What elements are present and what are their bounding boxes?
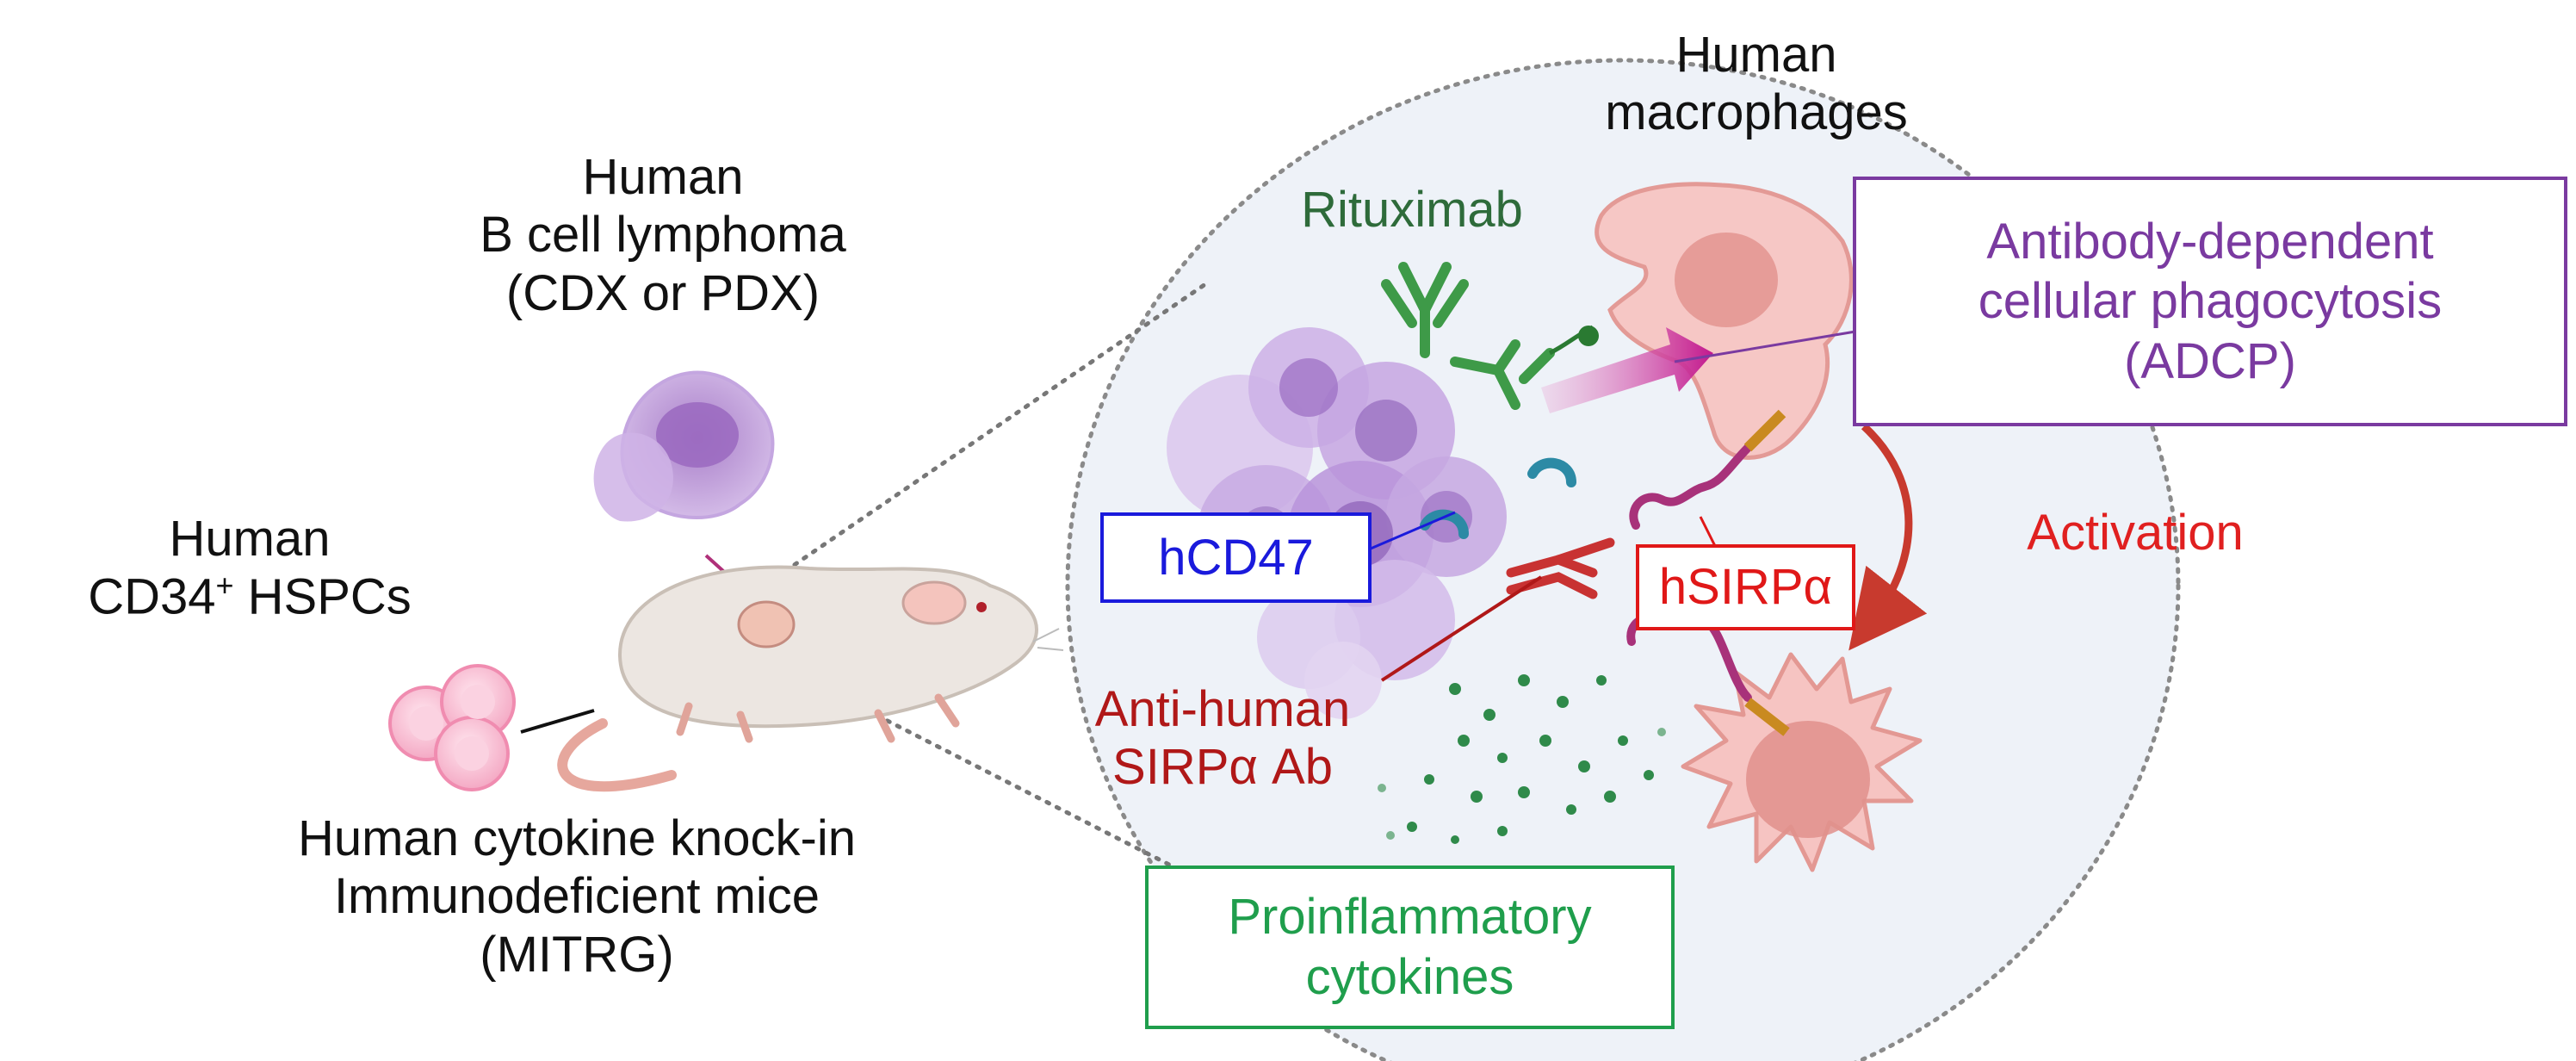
hsirpa-label: hSIRPα	[1658, 559, 1833, 616]
cytokine-dots	[1378, 674, 1666, 844]
mouse-icon	[557, 565, 1064, 792]
anti-sirpa-label-line1: Anti-human	[1094, 681, 1351, 737]
macrophage-bottom-icon	[1681, 652, 1923, 872]
hcd47-label: hCD47	[1158, 529, 1314, 586]
sirpa-anchor-bottom	[1744, 698, 1790, 736]
lymphoma-label-line2: B cell lymphoma	[480, 207, 846, 264]
hspc-cells-icon	[388, 664, 516, 791]
cytokines-label-line1: Proinflammatory	[1228, 889, 1592, 946]
zoom-line-top	[755, 282, 1208, 593]
adcp-label-line2: cellular phagocytosis	[1978, 273, 2443, 330]
lymphoma-cell-icon	[593, 370, 775, 522]
lymphoma-label: Human B cell lymphoma (CDX or PDX)	[405, 148, 921, 322]
lymphoma-label-line3: (CDX or PDX)	[505, 264, 820, 321]
hspc-label-line2: CD34+ HSPCs	[77, 568, 422, 626]
rituximab-label: Rituximab	[1301, 182, 1523, 238]
hspc-label: Human CD34+ HSPCs	[77, 510, 422, 626]
macrophage-top-icon	[1595, 182, 1854, 460]
anti-sirpa-label-line2: SIRPα Ab	[1112, 739, 1333, 796]
fc-receptor-bulb	[1578, 326, 1599, 346]
adcp-label-line3: (ADCP)	[2124, 332, 2296, 389]
macrophages-label-line1: Human	[1675, 27, 1837, 83]
adcp-arrow	[1541, 327, 1713, 413]
adcp-leader-line	[1674, 330, 1856, 363]
hspc-suffix: HSPCs	[233, 568, 412, 625]
cytokines-box: Proinflammatory cytokines	[1145, 866, 1675, 1029]
activation-label: Activation	[2027, 505, 2244, 561]
lymphoma-label-line1: Human	[582, 149, 744, 205]
mice-label-line3: (MITRG)	[480, 926, 674, 983]
hsirpa-box: hSIRPα	[1636, 544, 1855, 630]
rituximab-antibody-icon	[1381, 262, 1555, 410]
mice-label: Human cytokine knock-in Immunodeficient …	[293, 810, 861, 983]
injection-arrow-hspc	[520, 709, 595, 734]
adcp-label-line1: Antibody-dependent	[1986, 213, 2434, 270]
anti-sirpa-label: Anti-human SIRPα Ab	[1042, 680, 1403, 797]
mice-label-line2: Immunodeficient mice	[333, 868, 820, 925]
mice-label-line1: Human cytokine knock-in	[298, 810, 856, 866]
adcp-box: Antibody-dependent cellular phagocytosis…	[1853, 177, 2567, 426]
hcd47-box: hCD47	[1100, 512, 1372, 603]
macrophages-label-line2: macrophages	[1605, 84, 1908, 141]
hspc-cd34: CD34	[88, 568, 216, 625]
sirpa-anchor-top	[1743, 409, 1786, 452]
hspc-label-line1: Human	[169, 511, 331, 567]
cytokines-label-line2: cytokines	[1305, 949, 1514, 1005]
macrophages-label: Human macrophages	[1541, 26, 1972, 142]
activation-arrow	[1848, 423, 1928, 651]
hcd47-leader-line	[1364, 511, 1456, 553]
hspc-superscript: +	[215, 568, 234, 604]
anti-sirpa-leader-line	[1380, 575, 1543, 682]
